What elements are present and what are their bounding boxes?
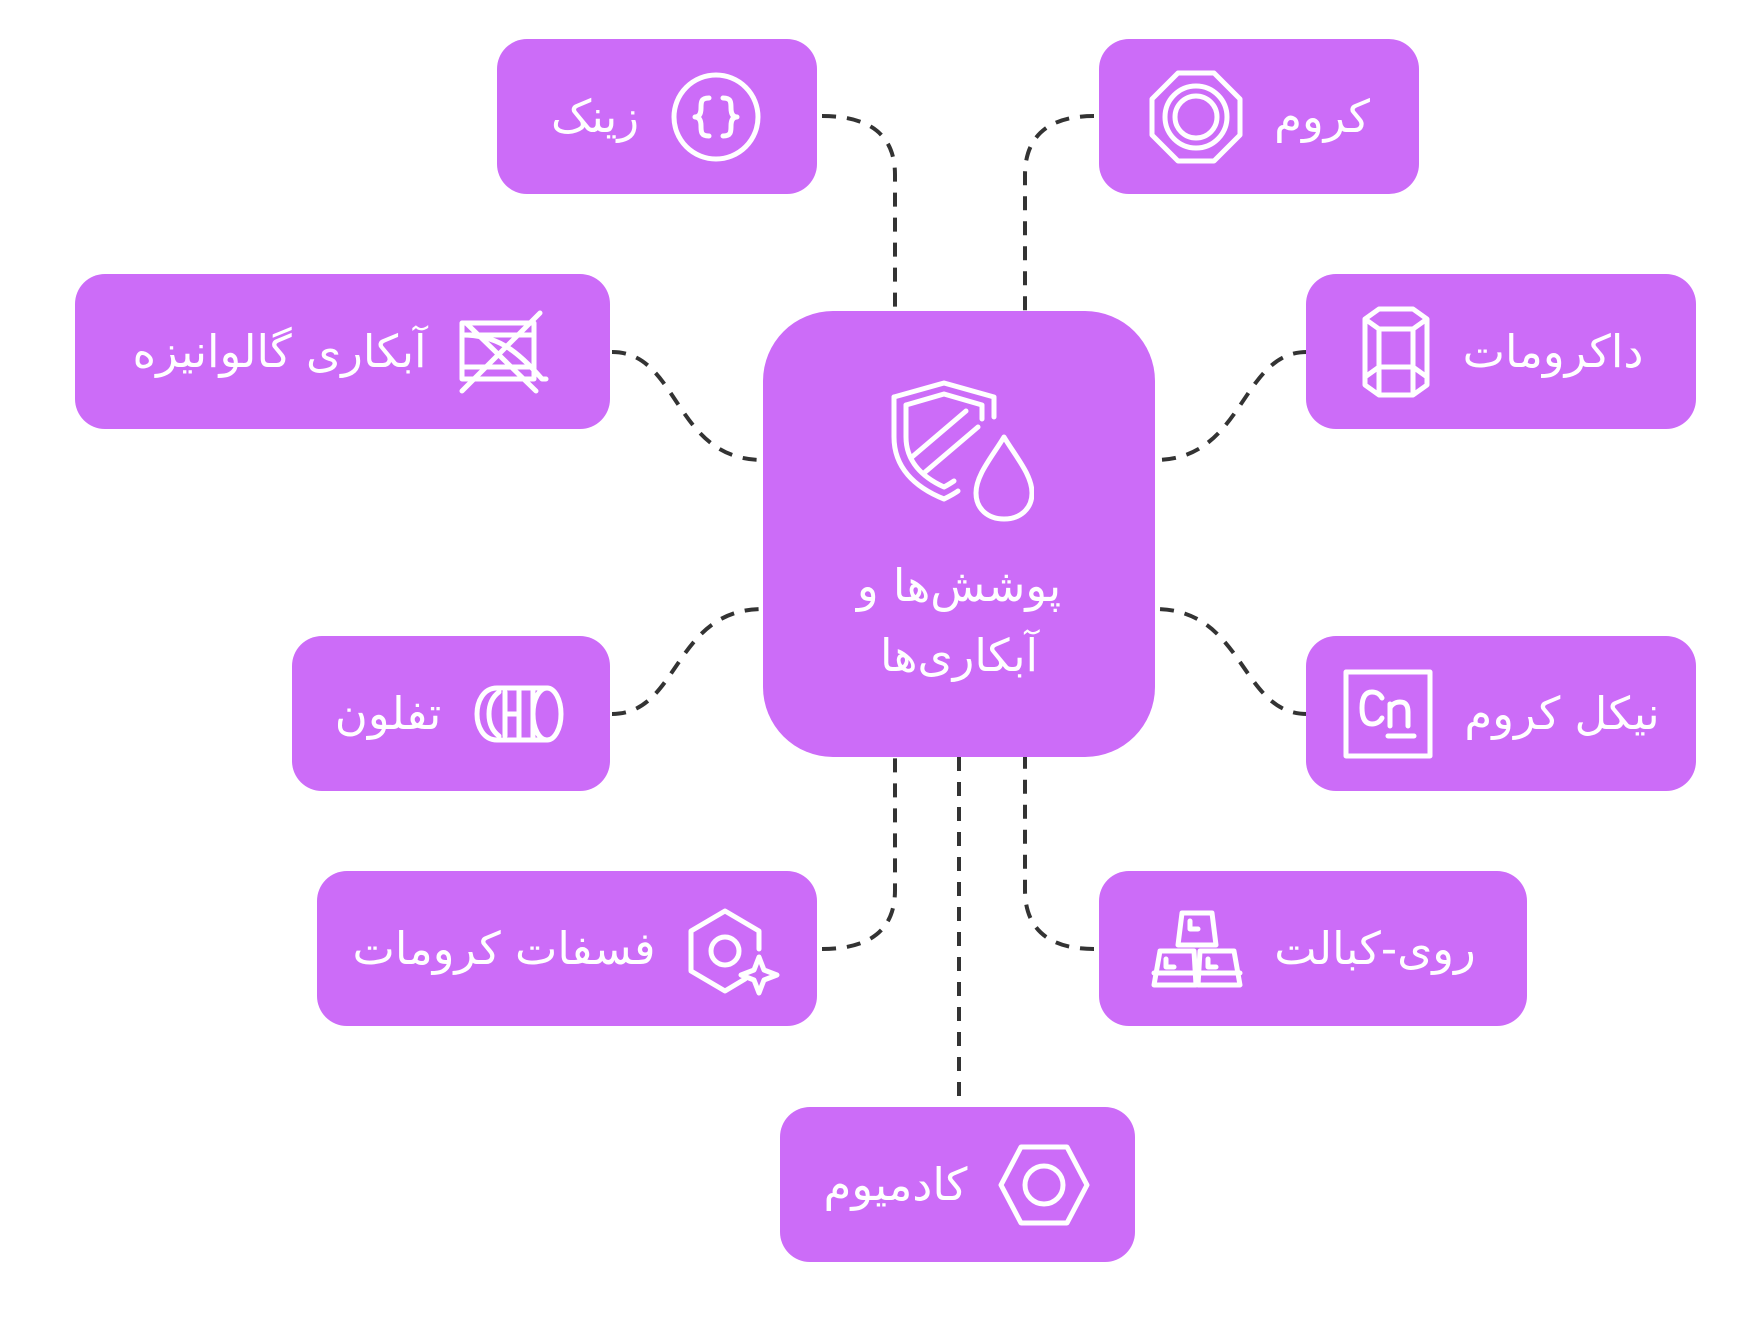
node-dacromet: داکرومات: [1306, 274, 1696, 429]
node-chrome: کروم: [1099, 39, 1419, 194]
node-chromate-phosphate-label: فسفات کرومات: [352, 922, 656, 975]
node-zinc-cobalt: روی-کبالت: [1099, 871, 1527, 1026]
connector-chromate-phosphate: [821, 757, 897, 951]
roller-icon: [471, 682, 567, 746]
crossed-box-icon: [456, 309, 552, 395]
node-galvanized: آبکاری گالوانیزه: [75, 274, 610, 429]
braces-circle-icon: [669, 70, 763, 164]
center-title-line1: پوشش‌ها و: [856, 559, 1062, 612]
node-zinc-label: زینک: [550, 90, 640, 143]
hex-nut-icon: [997, 1143, 1091, 1227]
center-title-line2: آبکاری‌ها: [880, 629, 1038, 682]
connector-nickel-chrome: [1154, 607, 1308, 716]
node-zinc: زینک: [497, 39, 817, 194]
node-teflon: تفلون: [292, 636, 610, 791]
node-zinc-cobalt-label: روی-کبالت: [1274, 922, 1476, 975]
connector-galvanized: [611, 350, 764, 462]
node-nickel-chrome-label: نیکل کروم: [1464, 687, 1660, 740]
cn-element-icon: [1342, 668, 1434, 760]
center-node-coatings: پوشش‌ها و آبکاری‌ها: [763, 311, 1155, 757]
node-cadmium-label: کادمیوم: [823, 1158, 968, 1211]
shield-drop-icon: [884, 377, 1035, 531]
connector-zinc: [821, 114, 897, 311]
connector-teflon: [611, 607, 764, 716]
hexagonal-prism-icon: [1359, 305, 1433, 399]
node-chrome-label: کروم: [1274, 90, 1370, 143]
connector-zinc-cobalt: [1023, 757, 1095, 951]
node-nickel-chrome: نیکل کروم: [1306, 636, 1696, 791]
node-teflon-label: تفلون: [334, 687, 442, 740]
node-chromate-phosphate: فسفات کرومات: [317, 871, 817, 1026]
hex-nut-sparkle-icon: [685, 901, 781, 997]
node-cadmium: کادمیوم: [780, 1107, 1135, 1262]
octagon-ring-icon: [1148, 69, 1244, 165]
connector-chrome: [1023, 114, 1095, 311]
connector-dacromet: [1154, 350, 1308, 462]
gold-bars-icon: [1150, 909, 1244, 989]
node-galvanized-label: آبکاری گالوانیزه: [132, 325, 427, 378]
node-dacromet-label: داکرومات: [1462, 325, 1644, 378]
